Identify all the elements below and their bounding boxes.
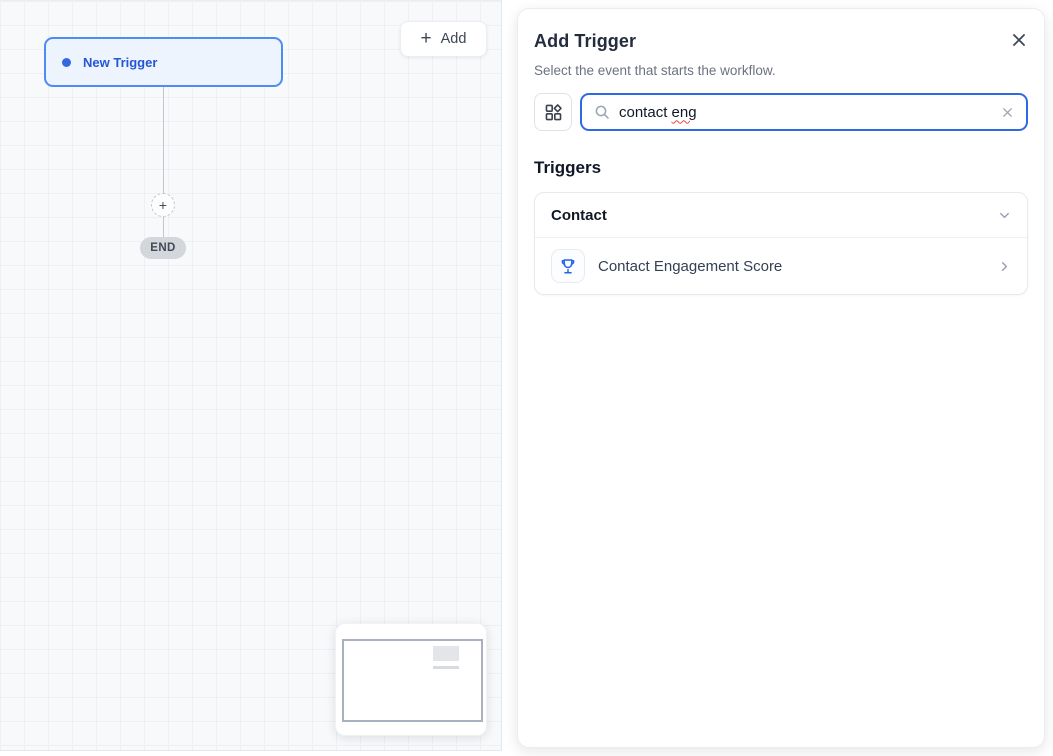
browse-categories-button[interactable]: [534, 93, 572, 131]
trigger-node-label: New Trigger: [83, 54, 158, 70]
close-icon: [1013, 34, 1025, 46]
minimap-connector: [433, 666, 459, 669]
workflow-canvas[interactable]: New Trigger + END + Add: [0, 0, 502, 751]
end-node-label: END: [150, 242, 176, 254]
group-header-contact[interactable]: Contact: [535, 193, 1027, 237]
add-button-label: Add: [440, 31, 467, 47]
trigger-item-contact-engagement-score[interactable]: Contact Engagement Score: [535, 238, 1027, 294]
category-grid-icon: [545, 103, 562, 120]
search-input[interactable]: contact eng: [580, 93, 1028, 131]
search-row: contact eng: [534, 93, 1028, 131]
panel-title: Add Trigger: [534, 31, 637, 51]
minimap-viewport: [342, 639, 483, 722]
connector-line-top: [163, 87, 164, 193]
search-text-prefix: contact: [619, 103, 672, 121]
add-trigger-panel: Add Trigger Select the event that starts…: [517, 8, 1045, 748]
plus-icon: +: [420, 27, 432, 49]
new-trigger-node[interactable]: New Trigger: [44, 37, 283, 87]
clear-search-button[interactable]: [1001, 106, 1014, 119]
plus-icon: +: [158, 196, 168, 213]
search-icon: [594, 104, 610, 120]
chevron-right-icon: [998, 260, 1011, 273]
canvas-add-button[interactable]: + Add: [400, 21, 487, 57]
chevron-down-icon: [998, 209, 1011, 222]
search-text-misspelled: eng: [671, 103, 697, 121]
trigger-status-dot: [62, 57, 71, 67]
divider: [535, 237, 1027, 238]
minimap-node: [433, 646, 459, 661]
panel-subtitle: Select the event that starts the workflo…: [534, 63, 776, 78]
end-node: END: [140, 237, 186, 259]
triggers-section-heading: Triggers: [534, 158, 602, 177]
close-panel-button[interactable]: [1008, 29, 1030, 51]
clear-icon: [1003, 107, 1012, 117]
minimap[interactable]: [335, 623, 487, 736]
trigger-item-label: Contact Engagement Score: [598, 257, 783, 275]
triggers-card: Contact: [534, 192, 1028, 295]
trophy-icon: [551, 249, 585, 283]
panel-header: Add Trigger: [534, 31, 1028, 52]
connector-line-bottom: [163, 217, 164, 237]
group-label: Contact: [551, 206, 607, 224]
insert-step-button[interactable]: +: [151, 193, 175, 217]
search-input-value: contact eng: [619, 104, 697, 121]
